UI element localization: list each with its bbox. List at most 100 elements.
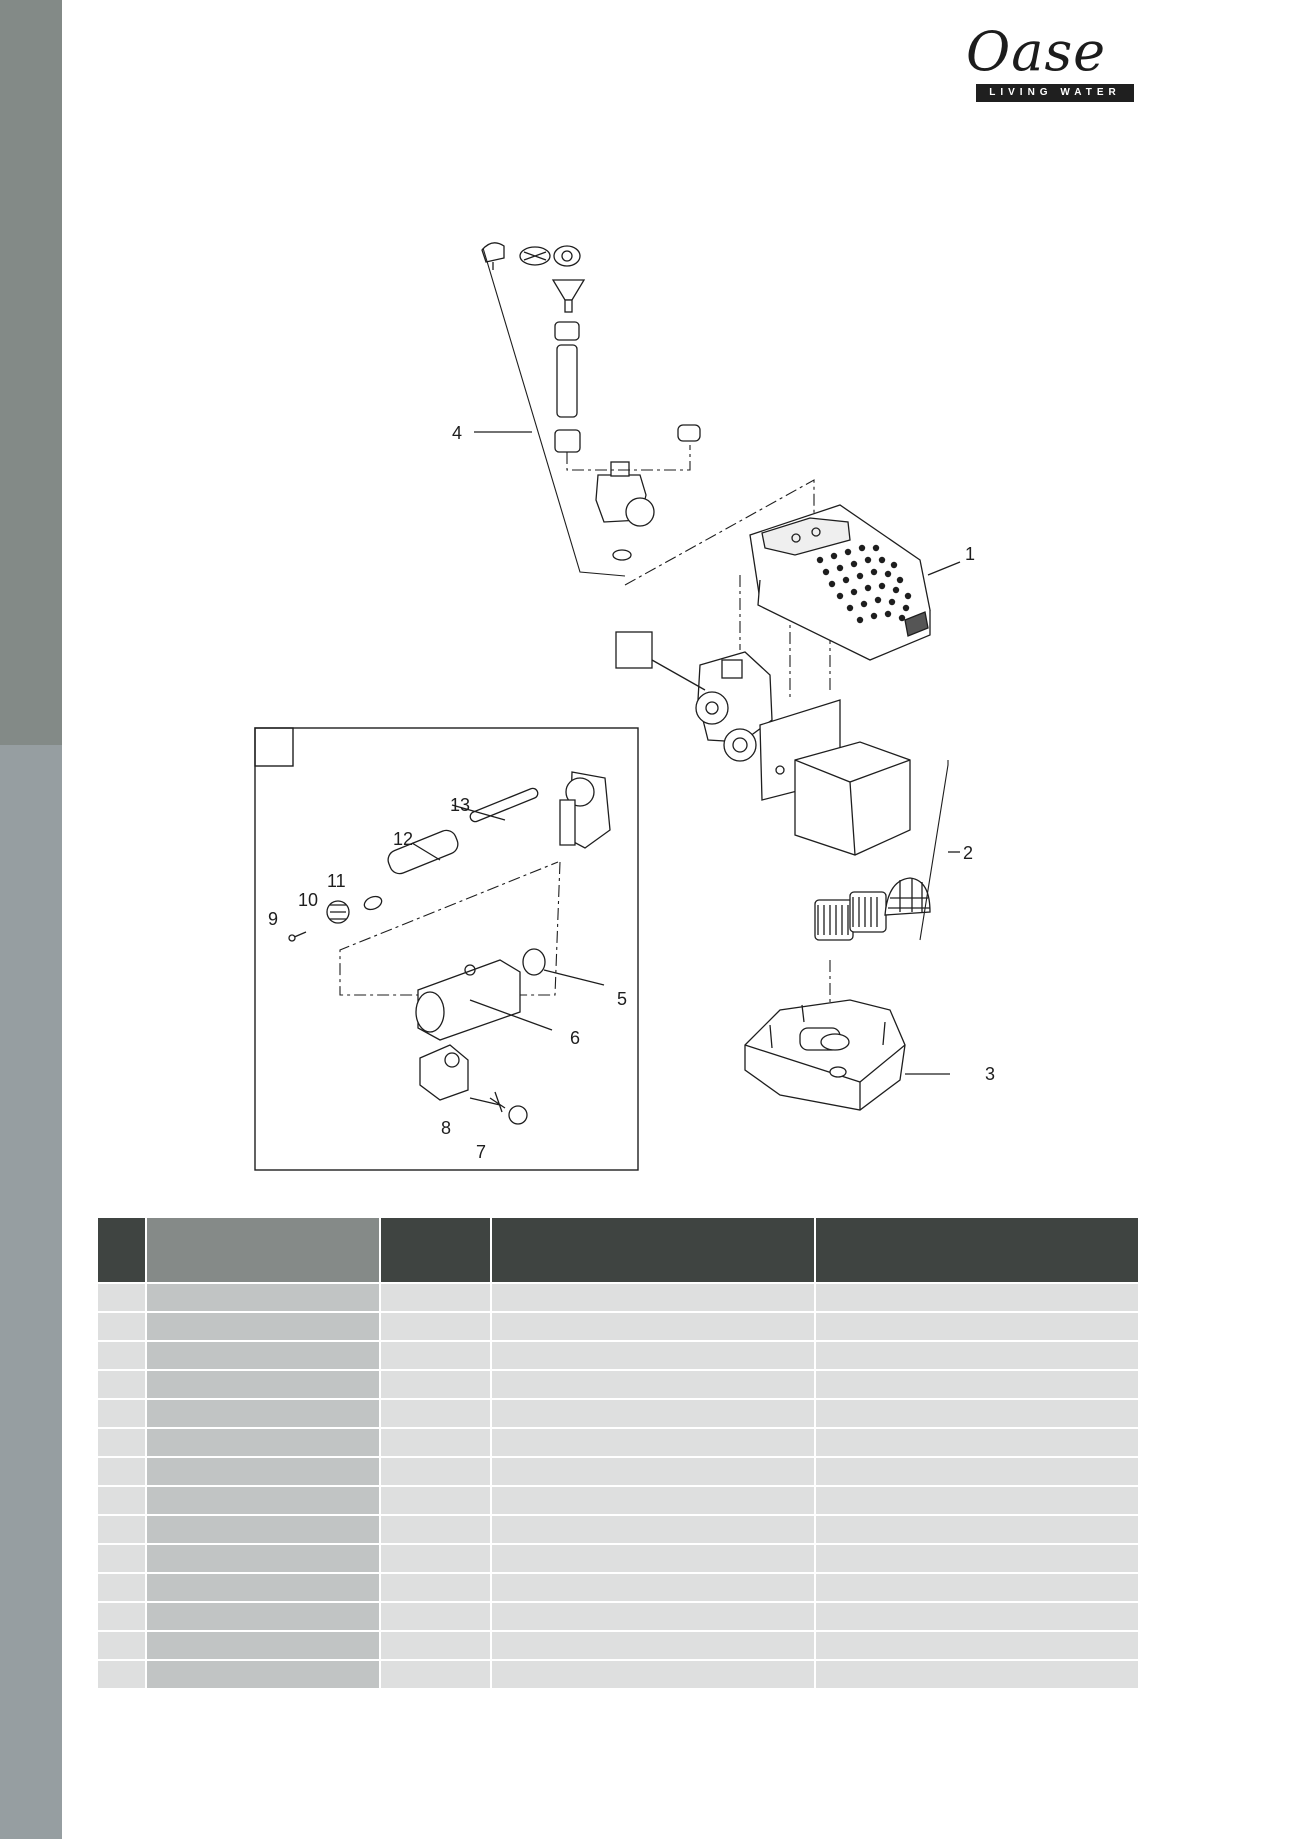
table-cell (381, 1400, 490, 1427)
dash-lines (339, 445, 831, 1010)
table-cell (381, 1429, 490, 1456)
table-cell (816, 1371, 1138, 1398)
table-cell (147, 1487, 379, 1514)
table-cell (492, 1371, 814, 1398)
table-cell (492, 1458, 814, 1485)
logo-wordmark: Oase (966, 20, 1107, 83)
callout-6: 6 (570, 1028, 581, 1048)
header-cell-notes (816, 1218, 1138, 1282)
callout-10: 10 (298, 890, 319, 910)
filter-sponges (814, 760, 960, 941)
table-cell (381, 1632, 490, 1659)
table-row (98, 1400, 1138, 1427)
inset-detail-box (254, 727, 639, 1171)
table-row (98, 1632, 1138, 1659)
exploded-view-diagram (254, 242, 961, 1171)
header-cell-designation (147, 1218, 379, 1282)
table-cell (816, 1603, 1138, 1630)
table-cell (492, 1661, 814, 1688)
table-cell (98, 1516, 145, 1543)
callout-8: 8 (441, 1118, 452, 1138)
table-cell (98, 1284, 145, 1311)
table-cell (381, 1574, 490, 1601)
table-cell (147, 1661, 379, 1688)
parts-table (96, 1216, 1140, 1690)
housing-cover (749, 504, 961, 661)
table-cell (98, 1429, 145, 1456)
table-cell (492, 1313, 814, 1340)
table-cell (816, 1574, 1138, 1601)
table-row (98, 1313, 1138, 1340)
callout-2: 2 (963, 843, 974, 863)
parts-table-header (98, 1218, 1138, 1282)
table-cell (381, 1313, 490, 1340)
table-cell (98, 1487, 145, 1514)
table-cell (147, 1429, 379, 1456)
table-cell (147, 1313, 379, 1340)
table-row (98, 1342, 1138, 1369)
table-row (98, 1574, 1138, 1601)
table-cell (381, 1487, 490, 1514)
table-cell (492, 1516, 814, 1543)
table-cell (147, 1516, 379, 1543)
sidebar-band-bottom (0, 745, 62, 1839)
table-cell (147, 1458, 379, 1485)
callout-12: 12 (393, 829, 414, 849)
table-cell (381, 1371, 490, 1398)
table-cell (98, 1313, 145, 1340)
table-cell (816, 1487, 1138, 1514)
table-cell (98, 1400, 145, 1427)
table-cell (381, 1458, 490, 1485)
table-cell (816, 1429, 1138, 1456)
table-cell (492, 1429, 814, 1456)
table-cell (98, 1574, 145, 1601)
table-cell (816, 1632, 1138, 1659)
table-row (98, 1487, 1138, 1514)
parts-table-body (98, 1284, 1138, 1688)
table-cell (816, 1661, 1138, 1688)
table-cell (98, 1371, 145, 1398)
header-cell-description (492, 1218, 814, 1282)
table-cell (147, 1574, 379, 1601)
table-cell (816, 1313, 1138, 1340)
table-cell (492, 1574, 814, 1601)
callout-5: 5 (617, 989, 628, 1009)
sidebar-band-top (0, 0, 62, 745)
table-cell (147, 1632, 379, 1659)
table-cell (98, 1458, 145, 1485)
table-cell (381, 1545, 490, 1572)
callout-13: 13 (450, 795, 471, 815)
table-cell (816, 1284, 1138, 1311)
header-cell-number (381, 1218, 490, 1282)
table-row (98, 1661, 1138, 1688)
callout-9: 9 (268, 909, 279, 929)
table-cell (147, 1545, 379, 1572)
table-cell (816, 1516, 1138, 1543)
table-cell (98, 1632, 145, 1659)
table-cell (381, 1516, 490, 1543)
table-row (98, 1371, 1138, 1398)
table-cell (492, 1632, 814, 1659)
table-cell (492, 1545, 814, 1572)
table-cell (147, 1284, 379, 1311)
callout-4: 4 (452, 423, 463, 443)
table-cell (147, 1371, 379, 1398)
table-cell (381, 1603, 490, 1630)
table-cell (492, 1342, 814, 1369)
table-cell (98, 1342, 145, 1369)
table-cell (147, 1603, 379, 1630)
table-cell (381, 1661, 490, 1688)
filter-pump-unit (615, 631, 911, 856)
table-cell (98, 1545, 145, 1572)
table-cell (492, 1284, 814, 1311)
table-row (98, 1458, 1138, 1485)
brand-logo: Oase LIVING WATER (960, 22, 1150, 104)
table-row (98, 1545, 1138, 1572)
callout-3: 3 (985, 1064, 996, 1084)
table-row (98, 1603, 1138, 1630)
table-cell (492, 1400, 814, 1427)
table-row (98, 1516, 1138, 1543)
callout-7: 7 (476, 1142, 487, 1162)
table-cell (98, 1661, 145, 1688)
callout-1: 1 (965, 544, 976, 564)
